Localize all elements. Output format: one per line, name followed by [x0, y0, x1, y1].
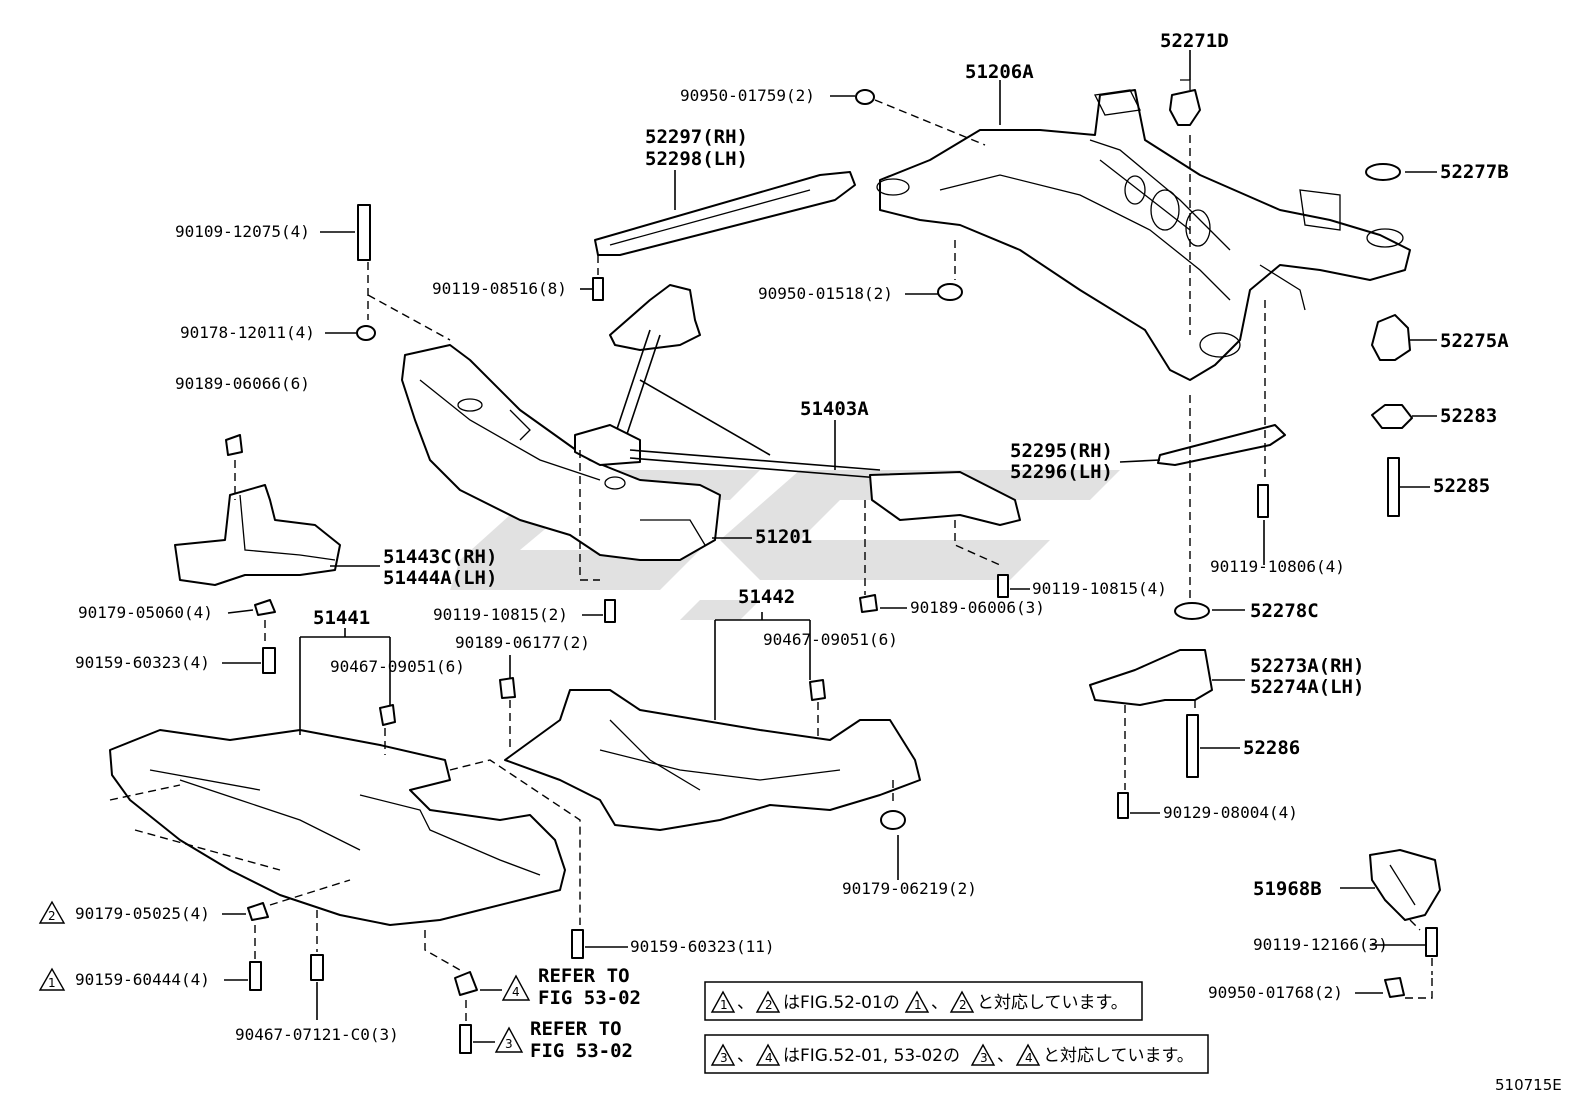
bracket-52295-52296	[1157, 424, 1286, 466]
label-90119-08516: 90119-08516(8)	[432, 279, 567, 298]
label-52274a: 52274A(LH)	[1250, 676, 1364, 698]
label-90119-10815-b: 90119-10815(2)	[433, 605, 568, 624]
svg-text:、: 、	[737, 993, 754, 1013]
label-90467-09051-b: 90467-09051(6)	[763, 630, 898, 649]
refer-fig-1: FIG 53-02	[538, 987, 641, 1009]
refer-fig-2: FIG 53-02	[530, 1040, 633, 1062]
marker-2-left: 2	[38, 900, 66, 924]
brace-51403a	[574, 284, 1021, 526]
label-90159-60444: 90159-60444(4)	[75, 970, 210, 989]
svg-text:4: 4	[1025, 1051, 1033, 1065]
label-52297: 52297(RH)	[645, 126, 748, 148]
marker-1-left: 1	[38, 967, 66, 991]
label-90189-06006: 90189-06006(3)	[910, 598, 1045, 617]
svg-text:1: 1	[720, 998, 728, 1012]
label-90178-12011: 90178-12011(4)	[180, 323, 315, 342]
label-52298: 52298(LH)	[645, 148, 748, 170]
label-52295: 52295(RH)	[1010, 440, 1113, 462]
svg-text:4: 4	[765, 1051, 773, 1065]
svg-text:、: 、	[737, 1046, 754, 1066]
engine-under-cover-51441	[109, 729, 566, 926]
label-52296: 52296(LH)	[1010, 461, 1113, 483]
label-90950-01768: 90950-01768(2)	[1208, 983, 1343, 1002]
marker-4-refer: 4	[501, 974, 531, 1001]
triangle-markers: 2 1 4 3	[38, 900, 531, 1053]
label-51444a: 51444A(LH)	[383, 567, 497, 589]
label-52278c: 52278C	[1250, 600, 1319, 622]
label-52273a: 52273A(RH)	[1250, 655, 1364, 677]
svg-text:1: 1	[48, 976, 56, 990]
label-90189-06177: 90189-06177(2)	[455, 633, 590, 652]
cover-51443c-51444a	[174, 484, 341, 586]
label-52283: 52283	[1440, 405, 1497, 427]
label-90179-05025: 90179-05025(4)	[75, 904, 210, 923]
label-51206a: 51206A	[965, 61, 1034, 83]
bracket-52273a-52274a	[1089, 649, 1213, 706]
marker-3-refer: 3	[494, 1026, 524, 1053]
svg-text:3: 3	[505, 1037, 513, 1051]
label-90179-06219: 90179-06219(2)	[842, 879, 977, 898]
svg-text:3: 3	[720, 1051, 728, 1065]
label-90159-60323-a: 90159-60323(4)	[75, 653, 210, 672]
alignment-lines	[109, 99, 1433, 1022]
svg-text:1: 1	[914, 998, 922, 1012]
leader-lines	[222, 50, 1437, 1043]
engine-under-cover-51442	[504, 689, 921, 831]
label-90467-09051-a: 90467-09051(6)	[330, 657, 465, 676]
label-90129-08004: 90129-08004(4)	[1163, 803, 1298, 822]
label-90159-60323-b: 90159-60323(11)	[630, 937, 775, 956]
refer-label-1: REFER TO	[538, 965, 630, 987]
note-1-text: はFIG.52-01の	[783, 993, 900, 1013]
note-box-2: 3 、 4 はFIG.52-01, 53-02の 3 、 4 と対応しています。	[704, 1034, 1209, 1074]
label-51968b: 51968B	[1253, 878, 1322, 900]
label-90467-07121: 90467-07121-C0(3)	[235, 1025, 399, 1044]
label-52271d: 52271D	[1160, 30, 1229, 52]
label-51442: 51442	[738, 586, 795, 608]
front-suspension-member-51201	[401, 344, 721, 561]
label-51403a: 51403A	[800, 398, 869, 420]
note-1-end: と対応しています。	[977, 993, 1128, 1013]
svg-text:、: 、	[997, 1046, 1014, 1066]
label-52275a: 52275A	[1440, 330, 1509, 352]
svg-text:2: 2	[765, 998, 773, 1012]
label-90950-01759: 90950-01759(2)	[680, 86, 815, 105]
svg-text:3: 3	[980, 1051, 988, 1065]
rear-suspension-member-51206a	[876, 89, 1411, 381]
label-90119-12166: 90119-12166(3)	[1253, 935, 1388, 954]
brace-52297-52298	[594, 171, 856, 256]
label-51443c: 51443C(RH)	[383, 546, 497, 568]
label-51201: 51201	[755, 526, 812, 548]
svg-text:2: 2	[48, 909, 56, 923]
refer-label-2: REFER TO	[530, 1018, 622, 1040]
label-90950-01518: 90950-01518(2)	[758, 284, 893, 303]
label-52285: 52285	[1433, 475, 1490, 497]
label-90119-10815-a: 90119-10815(4)	[1032, 579, 1167, 598]
svg-text:2: 2	[959, 998, 967, 1012]
label-90119-10806: 90119-10806(4)	[1210, 557, 1345, 576]
label-52286: 52286	[1243, 737, 1300, 759]
note-2-text: はFIG.52-01, 53-02の	[783, 1046, 960, 1066]
note-box-1: 1 、 2 はFIG.52-01の 1 、 2 と対応しています。	[704, 981, 1143, 1021]
fasteners	[225, 79, 1438, 1054]
svg-text:、: 、	[931, 993, 948, 1013]
part-labels: 52271D 51206A 90950-01759(2) 52297(RH) 5…	[75, 30, 1562, 1094]
bracket-51968b	[1369, 849, 1441, 921]
label-90189-06066: 90189-06066(6)	[175, 374, 310, 393]
label-52277b: 52277B	[1440, 161, 1509, 183]
svg-text:4: 4	[512, 985, 520, 999]
label-51441: 51441	[313, 607, 370, 629]
note-2-end: と対応しています。	[1043, 1046, 1194, 1066]
diagram-code: 510715E	[1495, 1076, 1562, 1094]
label-90179-05060: 90179-05060(4)	[78, 603, 213, 622]
label-90109-12075: 90109-12075(4)	[175, 222, 310, 241]
